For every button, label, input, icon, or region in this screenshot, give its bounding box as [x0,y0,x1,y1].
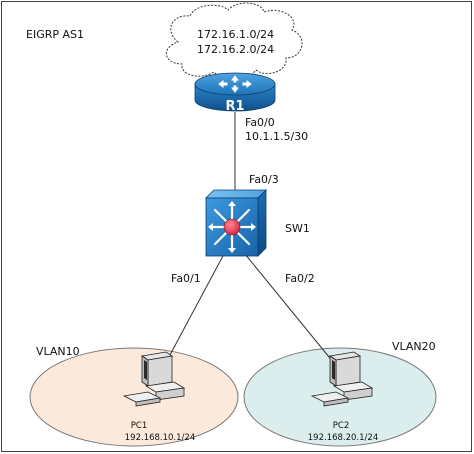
link-sw1-pc1 [162,253,225,369]
pc1-address: 192.168.10.1/24 [125,433,195,443]
switch-port-left: Fa0/1 [171,272,201,285]
vlan10-label: VLAN10 [36,345,80,358]
router-interface: Fa0/0 [245,116,275,129]
switch-port-right: Fa0/2 [285,272,315,285]
switch-uplink-interface: Fa0/3 [249,173,279,186]
diagram-title: EIGRP AS1 [26,28,84,41]
cloud-icon [166,2,303,80]
router-name: R1 [225,99,244,114]
cloud-network-2: 172.16.2.0/24 [197,43,274,56]
layer3-switch-icon [205,189,267,257]
pc2-name: PC2 [333,421,349,431]
router-icon [194,72,276,112]
link-sw1-pc2 [244,253,339,369]
vlan20-label: VLAN20 [392,340,436,353]
router-address: 10.1.1.5/30 [245,130,308,143]
pc1-icon [122,351,186,407]
pc1-name: PC1 [131,421,147,431]
switch-name: SW1 [285,222,310,235]
pc2-address: 192.168.20.1/24 [308,433,378,443]
pc2-icon [310,351,374,407]
cloud-network-1: 172.16.1.0/24 [197,28,274,41]
